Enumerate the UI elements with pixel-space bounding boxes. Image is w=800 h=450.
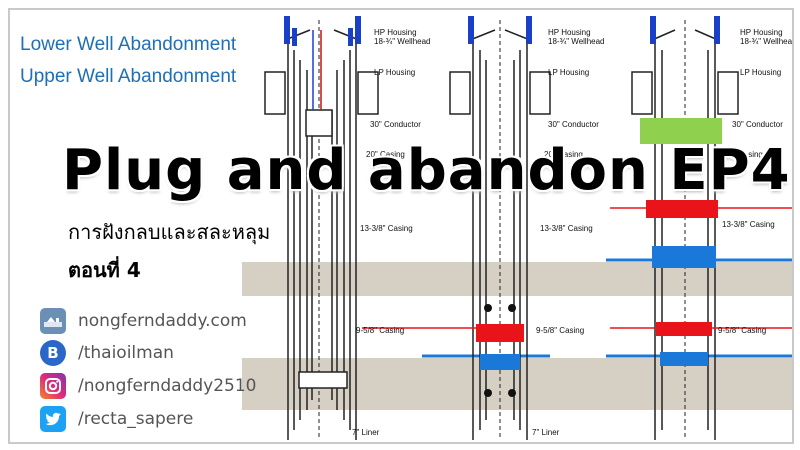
blockdit-icon: B xyxy=(40,340,66,366)
label-hp-housing-2: HP Housing xyxy=(548,28,591,37)
label-casing9-1: 9-5/8" Casing xyxy=(356,326,405,335)
thai-subtitle-line2: ตอนที่ 4 xyxy=(68,258,141,282)
label-conductor-3: 30" Conductor xyxy=(732,120,783,129)
twitter-icon xyxy=(40,406,66,432)
social-twitter[interactable]: /recta_sapere xyxy=(40,405,193,433)
label-lp-housing-3: LP Housing xyxy=(740,68,782,77)
label-lp-housing-2: LP Housing xyxy=(548,68,590,77)
label-conductor-1: 30" Conductor xyxy=(370,120,421,129)
social-blockdit-label: /thaioilman xyxy=(78,343,174,363)
label-casing13-1: 13-3/8" Casing xyxy=(360,224,413,233)
label-casing13-2: 13-3/8" Casing xyxy=(540,224,593,233)
thumbnail-frame: HP Housing 18-¾" Wellhead LP Housing 30"… xyxy=(8,8,794,444)
label-wellhead-3: 18-¾" Wellhead xyxy=(740,37,794,46)
well-3-plug-red-upper xyxy=(646,200,718,218)
label-liner-1: 7" Liner xyxy=(352,428,380,437)
well-abandonment-diagram xyxy=(242,16,792,440)
label-conductor-2: 30" Conductor xyxy=(548,120,599,129)
label-hp-housing-1: HP Housing xyxy=(374,28,417,37)
thai-subtitle-line1: การฝังกลบและสละหลุม xyxy=(68,220,271,244)
label-casing20-3: 20" Casing xyxy=(724,150,763,159)
label-casing9-2: 9-5/8" Casing xyxy=(536,326,585,335)
well-1 xyxy=(264,20,379,440)
well-2-cement-plug-red xyxy=(476,324,524,342)
instagram-icon xyxy=(40,373,66,399)
header-upper-abandonment: Upper Well Abandonment xyxy=(20,66,237,87)
label-lp-housing-1: LP Housing xyxy=(374,68,416,77)
header-lower-abandonment: Lower Well Abandonment xyxy=(20,34,237,55)
label-liner-2: 7" Liner xyxy=(532,428,560,437)
social-instagram[interactable]: /nongferndaddy2510 xyxy=(40,372,257,400)
well-3-plug-blue xyxy=(652,246,716,268)
social-blockdit[interactable]: B /thaioilman xyxy=(40,339,174,367)
label-wellhead-2: 18-¾" Wellhead xyxy=(548,37,605,46)
well-2-wellhead-blue xyxy=(468,16,532,44)
social-instagram-label: /nongferndaddy2510 xyxy=(78,376,257,396)
well-3-plug-blue-lower xyxy=(660,352,708,366)
social-website-label: nongferndaddy.com xyxy=(78,311,247,331)
label-casing20-1: 20" Casing xyxy=(366,150,405,159)
well-3-surface-plug-green xyxy=(640,118,722,144)
label-wellhead-1: 18-¾" Wellhead xyxy=(374,37,431,46)
well-3-wellhead-blue xyxy=(650,16,720,44)
label-casing20-2: 20" Casing xyxy=(544,150,583,159)
main-title: Plug and abandon EP4 xyxy=(62,138,791,203)
label-casing13-3: 13-3/8" Casing xyxy=(722,220,775,229)
label-hp-housing-3: HP Housing xyxy=(740,28,783,37)
well-3-plug-red-lower xyxy=(656,322,712,336)
well-1-wellhead-blue xyxy=(284,16,361,46)
well-3 xyxy=(631,20,739,440)
social-twitter-label: /recta_sapere xyxy=(78,409,194,429)
label-casing9-3: 9-5/8" Casing xyxy=(718,326,767,335)
well-2-cement-plug-blue xyxy=(480,354,520,370)
social-website[interactable]: nongferndaddy.com xyxy=(40,307,247,335)
website-icon xyxy=(40,308,66,334)
